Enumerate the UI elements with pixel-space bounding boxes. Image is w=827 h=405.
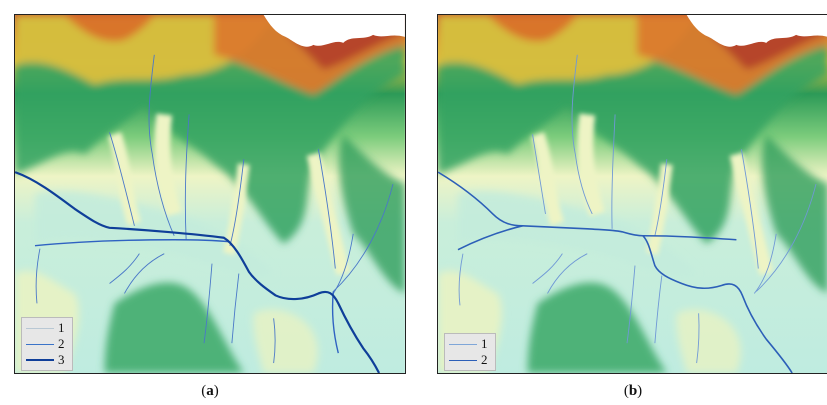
legend-label: 2: [58, 336, 65, 351]
legend-item: 2: [449, 352, 491, 368]
caption-paren: ): [213, 383, 219, 399]
caption-a: (a): [14, 383, 406, 400]
caption-letter: a: [206, 383, 214, 399]
caption-paren: ): [637, 383, 643, 399]
legend-item: 2: [26, 336, 68, 352]
legend-swatch: [449, 359, 477, 361]
legend-a: 1 2 3: [21, 317, 73, 371]
legend-item: 1: [449, 336, 491, 352]
stream-network-order-1: [35, 54, 394, 364]
no-data-area: [263, 15, 405, 47]
legend-item: 3: [26, 352, 68, 368]
caption-paren: (: [623, 383, 629, 399]
legend-label: 2: [481, 352, 488, 367]
terrain-map-b: [438, 15, 827, 373]
legend-b: 1 2: [444, 333, 496, 371]
stream-network-order-2: [438, 171, 793, 373]
legend-swatch: [26, 359, 54, 361]
caption-letter: b: [628, 383, 638, 399]
legend-swatch: [26, 327, 54, 329]
legend-swatch: [449, 343, 477, 345]
map-panel-b: 1 2: [437, 14, 827, 374]
caption-b: (b): [437, 383, 827, 400]
terrain-relief: [438, 15, 827, 373]
caption-paren: (: [201, 383, 207, 399]
legend-label: 3: [58, 352, 65, 367]
legend-swatch: [26, 343, 54, 345]
stream-network-order-3: [15, 171, 381, 373]
legend-label: 1: [58, 320, 65, 335]
terrain-map-a: [15, 15, 405, 373]
map-panel-a: 1 2 3: [14, 14, 406, 374]
stream-network-order-1: [458, 54, 817, 364]
no-data-area: [686, 15, 827, 47]
legend-label: 1: [481, 336, 488, 351]
legend-item: 1: [26, 320, 68, 336]
